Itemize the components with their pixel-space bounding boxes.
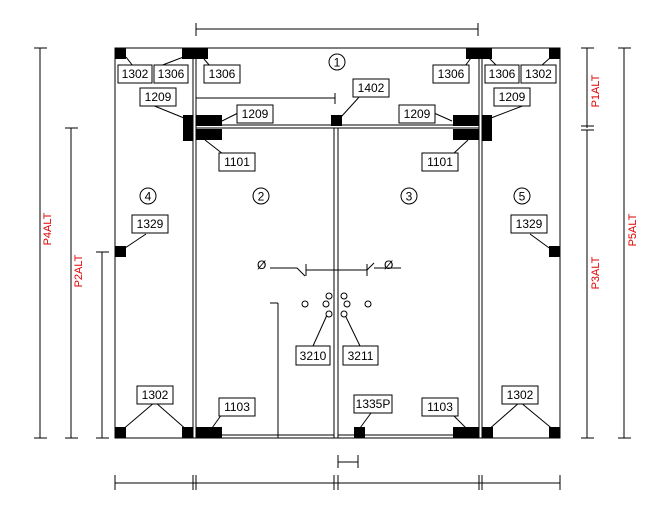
- svg-text:1101: 1101: [224, 155, 250, 169]
- wall-clamp-right: [549, 246, 560, 257]
- svg-text:1402: 1402: [358, 81, 385, 95]
- part-label-1101-left: 1101: [218, 152, 256, 172]
- svg-text:1302: 1302: [525, 67, 552, 81]
- svg-text:1103: 1103: [427, 400, 453, 414]
- right-altitude-lines: [581, 47, 631, 439]
- altitude-label-p4: P4ALT: [42, 212, 54, 245]
- floor-lock-1335p: [354, 427, 365, 438]
- svg-text:1329: 1329: [516, 217, 543, 231]
- part-label-1302-top-left: 1302: [117, 64, 153, 84]
- part-label-1209-transom-right: 1209: [398, 104, 436, 124]
- lock-1402-block: [331, 115, 342, 126]
- svg-text:3211: 3211: [348, 349, 374, 363]
- part-label-3210: 3210: [295, 345, 331, 366]
- part-label-1209-transom-left: 1209: [236, 104, 274, 124]
- svg-text:3: 3: [406, 190, 413, 204]
- pivot-top-left: [196, 115, 222, 126]
- pivot-top-right: [453, 115, 479, 126]
- bottom-patch-right-door: [453, 427, 479, 438]
- panel-number-4: 4: [139, 187, 157, 205]
- svg-text:1302: 1302: [142, 388, 169, 402]
- transom-clamp-left: [183, 115, 193, 141]
- handle-dimension: [270, 262, 401, 438]
- part-label-1209-right: 1209: [493, 87, 531, 107]
- svg-text:1302: 1302: [507, 388, 534, 402]
- part-label-1302-top-right: 1302: [520, 64, 557, 84]
- wall-clamp-left: [115, 246, 126, 257]
- part-label-1103-left: 1103: [218, 397, 256, 417]
- part-label-1335p: 1335P: [353, 394, 393, 414]
- bottom-patch-left-door: [196, 427, 222, 438]
- svg-text:2: 2: [258, 190, 265, 204]
- transom-dimension: [196, 93, 336, 104]
- svg-text:1209: 1209: [242, 107, 269, 121]
- svg-text:5: 5: [519, 190, 526, 204]
- svg-text:1335P: 1335P: [356, 397, 391, 411]
- part-label-1209-left: 1209: [139, 87, 177, 107]
- svg-text:4: 4: [145, 190, 152, 204]
- panel-number-1: 1: [328, 53, 346, 71]
- part-label-1306-top-left: 1306: [153, 64, 189, 84]
- altitude-label-p2: P2ALT: [73, 254, 85, 287]
- svg-text:1306: 1306: [438, 67, 465, 81]
- svg-text:1306: 1306: [209, 67, 236, 81]
- svg-text:1101: 1101: [427, 155, 453, 169]
- panel-number-2: 2: [252, 187, 270, 205]
- altitude-label-p5: P5ALT: [627, 213, 639, 246]
- svg-text:3210: 3210: [300, 349, 327, 363]
- part-label-1329-right: 1329: [510, 214, 548, 234]
- part-label-1101-right: 1101: [421, 152, 459, 172]
- part-label-3211: 3211: [342, 345, 379, 366]
- svg-text:1306: 1306: [158, 67, 185, 81]
- corner-fitting-top-right: [549, 48, 560, 59]
- svg-text:1: 1: [334, 56, 341, 70]
- svg-text:1329: 1329: [137, 217, 164, 231]
- transom-clamp-right: [482, 115, 492, 141]
- altitude-label-p3: P3ALT: [590, 256, 602, 289]
- top-dimension: [195, 23, 479, 36]
- corner-fitting-top-left: [115, 48, 126, 59]
- fittings: [115, 48, 560, 438]
- floor-fitting-right-outer: [549, 427, 560, 438]
- svg-text:1209: 1209: [499, 90, 526, 104]
- panel-number-5: 5: [513, 187, 531, 205]
- panel-number-3: 3: [400, 187, 418, 205]
- outer-frame: [114, 47, 561, 439]
- part-label-1329-left: 1329: [131, 214, 169, 234]
- diameter-symbol-right: Ø: [384, 258, 393, 272]
- diameter-symbol-left: Ø: [257, 258, 266, 272]
- floor-fitting-left-inner: [182, 427, 193, 438]
- patch-top-left-door: [182, 48, 208, 59]
- svg-text:1103: 1103: [224, 400, 250, 414]
- part-label-1306-top-right-door: 1306: [432, 64, 470, 84]
- part-label-1306-top-right: 1306: [484, 64, 520, 84]
- part-label-1306-top-left-door: 1306: [203, 64, 241, 84]
- pivot-top-right-lower: [453, 129, 479, 140]
- part-label-1302-bottom-left: 1302: [136, 385, 174, 405]
- leader-lines: [120, 55, 556, 432]
- svg-text:1209: 1209: [145, 90, 172, 104]
- floor-fitting-right-inner: [482, 427, 493, 438]
- patch-top-right-door: [466, 48, 492, 59]
- pivot-top-left-lower: [196, 129, 222, 140]
- bottom-dimensions: [114, 455, 561, 490]
- drill-holes: [301, 292, 372, 318]
- floor-fitting-left-outer: [115, 427, 126, 438]
- svg-text:1209: 1209: [404, 107, 431, 121]
- part-label-1103-right: 1103: [421, 397, 459, 417]
- altitude-label-p1: P1ALT: [590, 74, 602, 107]
- svg-text:1302: 1302: [122, 67, 149, 81]
- left-altitude-lines: [34, 47, 109, 439]
- svg-text:1306: 1306: [489, 67, 516, 81]
- part-label-1402: 1402: [352, 78, 390, 98]
- part-label-1302-bottom-right: 1302: [501, 385, 539, 405]
